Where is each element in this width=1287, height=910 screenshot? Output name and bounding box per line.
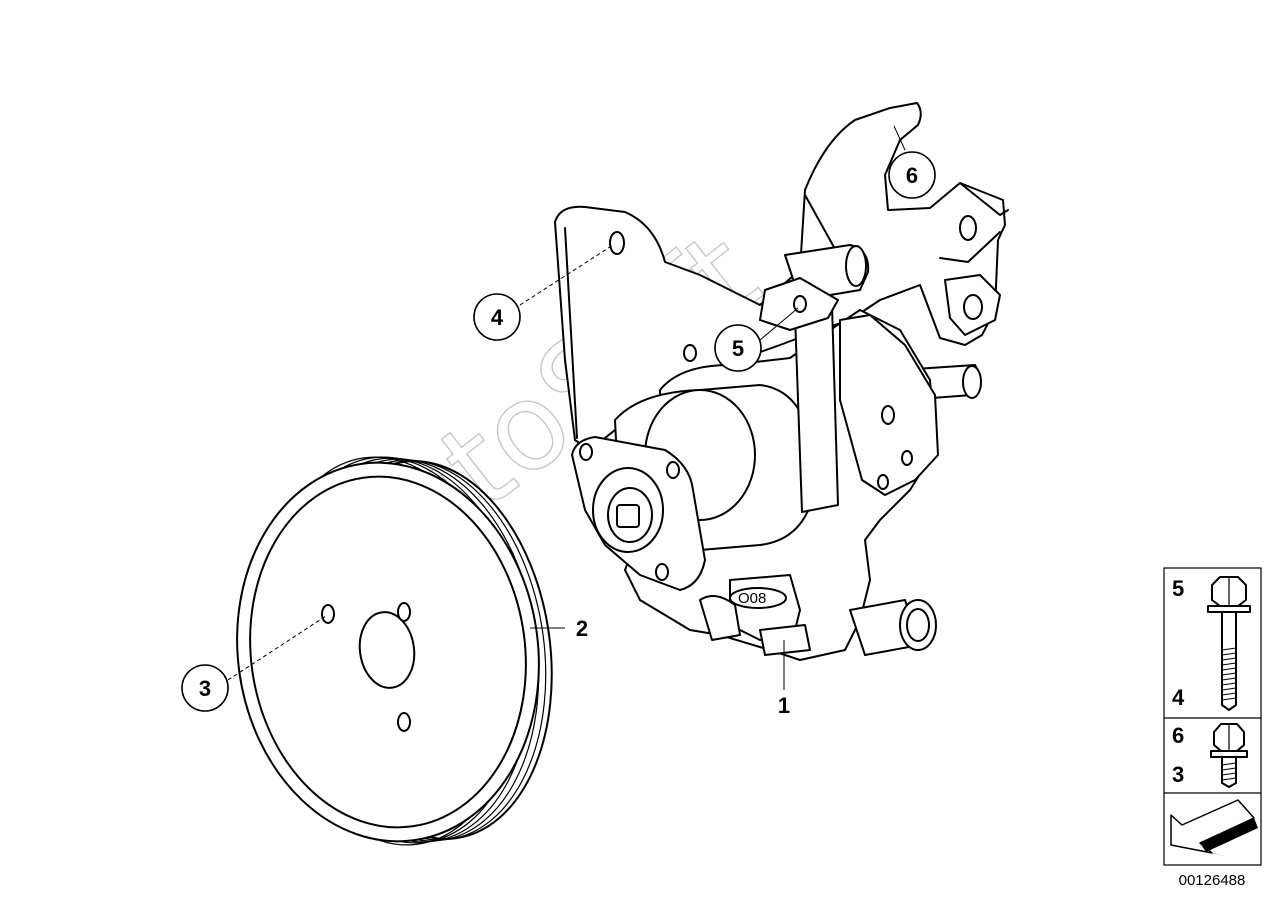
leader-5 — [759, 307, 799, 341]
legend-long-bottom: 4 — [1172, 685, 1185, 710]
callout-5: 5 — [714, 324, 762, 372]
legend-short-top: 6 — [1172, 723, 1184, 748]
short-bolt-icon — [1210, 723, 1248, 788]
leader-4 — [519, 244, 614, 306]
long-bolt-icon — [1207, 576, 1251, 711]
leader-3 — [227, 615, 327, 681]
pulley — [236, 456, 553, 846]
fastener-legend: 5 4 6 3 — [1163, 567, 1262, 866]
callout-4-text: 4 — [491, 305, 504, 330]
leader-6 — [893, 125, 906, 151]
callout-3-text: 3 — [199, 676, 211, 701]
callout-3: 3 — [181, 664, 229, 712]
power-steering-pump: O08 — [571, 277, 939, 661]
label-pulley: 2 — [576, 616, 588, 641]
pump-marking: O08 — [738, 590, 766, 607]
legend-short-bottom: 3 — [1172, 762, 1184, 787]
label-pump: 1 — [778, 693, 790, 718]
direction-arrow-icon — [1170, 799, 1258, 857]
diagram-code: 00126488 — [1179, 872, 1246, 889]
legend-long-top: 5 — [1172, 576, 1184, 601]
callout-4: 4 — [473, 293, 521, 341]
callout-6: 6 — [888, 151, 936, 199]
callout-6-text: 6 — [906, 163, 918, 188]
callout-5-text: 5 — [732, 336, 744, 361]
